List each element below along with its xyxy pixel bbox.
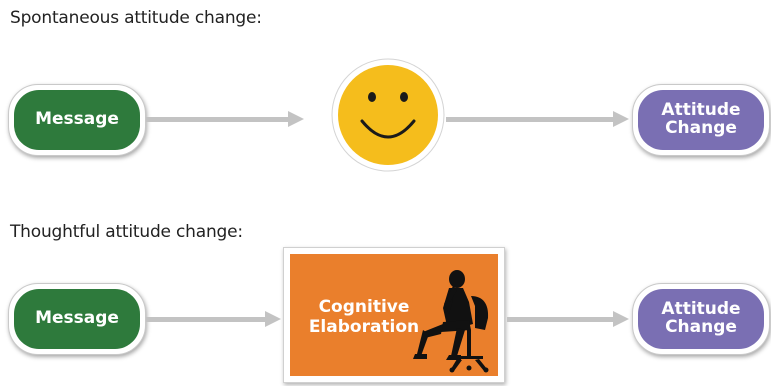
smiley-right-eye <box>400 92 408 102</box>
thoughtful-attitude-change-label: Attitude Change <box>638 289 764 349</box>
spontaneous-attitude-change-label: Attitude Change <box>638 90 764 150</box>
smiley-face-icon <box>331 58 445 172</box>
spontaneous-attitude-change-box: Attitude Change <box>632 84 770 156</box>
spontaneous-message-label: Message <box>14 90 140 150</box>
arrow-smiley-to-attitude <box>446 111 629 127</box>
cognitive-elaboration-box: Cognitive Elaboration <box>283 247 505 383</box>
spontaneous-heading: Spontaneous attitude change: <box>10 8 262 28</box>
spontaneous-message-box: Message <box>8 84 146 156</box>
smiley-left-eye <box>368 92 376 102</box>
smiley-mouth <box>360 119 416 139</box>
cognitive-elaboration-label: Cognitive Elaboration <box>308 297 420 338</box>
arrow-elaboration-to-attitude <box>507 311 629 327</box>
thinking-person-silhouette-icon <box>413 270 489 373</box>
thoughtful-message-label: Message <box>14 289 140 349</box>
thoughtful-message-box: Message <box>8 283 146 355</box>
arrow-message-to-elaboration <box>146 311 281 327</box>
thoughtful-heading: Thoughtful attitude change: <box>10 222 243 242</box>
arrow-message-to-smiley <box>146 111 304 127</box>
thoughtful-attitude-change-box: Attitude Change <box>632 283 770 355</box>
